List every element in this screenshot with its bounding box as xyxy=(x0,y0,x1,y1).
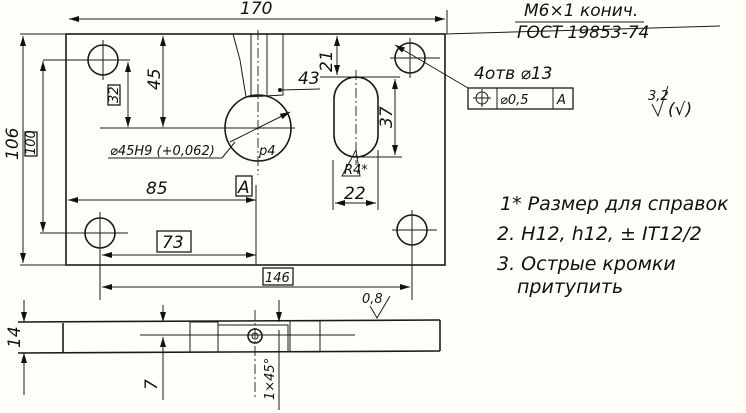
hole-top-right xyxy=(390,38,440,78)
position-tolerance-icon xyxy=(473,89,491,107)
dim-100-ref: 100 xyxy=(24,130,39,155)
dim-73-ref: 73 xyxy=(162,233,184,253)
dim-22: 22 xyxy=(344,184,366,204)
dim-43: 43 xyxy=(298,69,320,89)
dim-32-ref: 32 xyxy=(107,86,122,103)
dim-45: 45 xyxy=(145,68,165,90)
note-3-cont: притупить xyxy=(517,276,623,298)
hole-bottom-left xyxy=(40,212,128,300)
roughness-side-icon xyxy=(369,295,391,319)
dim-14: 14 xyxy=(5,326,25,348)
dim-146-ref: 146 xyxy=(265,271,290,286)
slot xyxy=(320,36,402,210)
tolerance-datum: A xyxy=(556,93,566,108)
hole-bottom-right xyxy=(392,210,437,300)
dim-85: 85 xyxy=(146,179,168,199)
roughness-side-value: 0,8 xyxy=(362,292,383,307)
dim-170: 170 xyxy=(240,0,272,19)
mounting-holes xyxy=(40,38,469,300)
dim-106: 106 xyxy=(3,127,23,160)
roughness-general: 3,2 (√) xyxy=(648,85,692,120)
bore-callout: ⌀45H9 (+0,062) xyxy=(110,144,215,159)
bore xyxy=(100,88,321,162)
roughness-icon xyxy=(651,85,669,118)
dim-21: 21 xyxy=(317,50,337,72)
thread-leader xyxy=(444,25,721,35)
roughness-value: 3,2 xyxy=(648,89,669,104)
plate-side-view xyxy=(17,295,441,410)
slot-radius: R4* xyxy=(344,163,368,178)
thread-callout-line2: ГОСТ 19853-74 xyxy=(517,23,649,43)
datum-a: A xyxy=(237,178,250,198)
bore-radius: p4 xyxy=(258,144,276,159)
note-1: 1* Размер для справок xyxy=(500,193,729,215)
dimension-lines xyxy=(20,10,448,290)
tolerance-value: ⌀0,5 xyxy=(500,93,529,108)
thread-callout-line1: M6×1 конич. xyxy=(524,1,638,21)
roughness-bracket: (√) xyxy=(668,100,692,120)
dim-7: 7 xyxy=(142,379,162,390)
holes-callout: 4отв ⌀13 xyxy=(474,64,552,84)
dim-chamfer: 1×45° xyxy=(263,358,278,400)
note-2: 2. H12, h12, ± IT12/2 xyxy=(497,223,702,245)
dim-37: 37 xyxy=(377,106,397,128)
note-3: 3. Острые кромки xyxy=(497,253,676,275)
technical-notes: 1* Размер для справок 2. H12, h12, ± IT1… xyxy=(497,193,729,298)
tolerance-frame: ⌀0,5 A xyxy=(467,87,574,110)
